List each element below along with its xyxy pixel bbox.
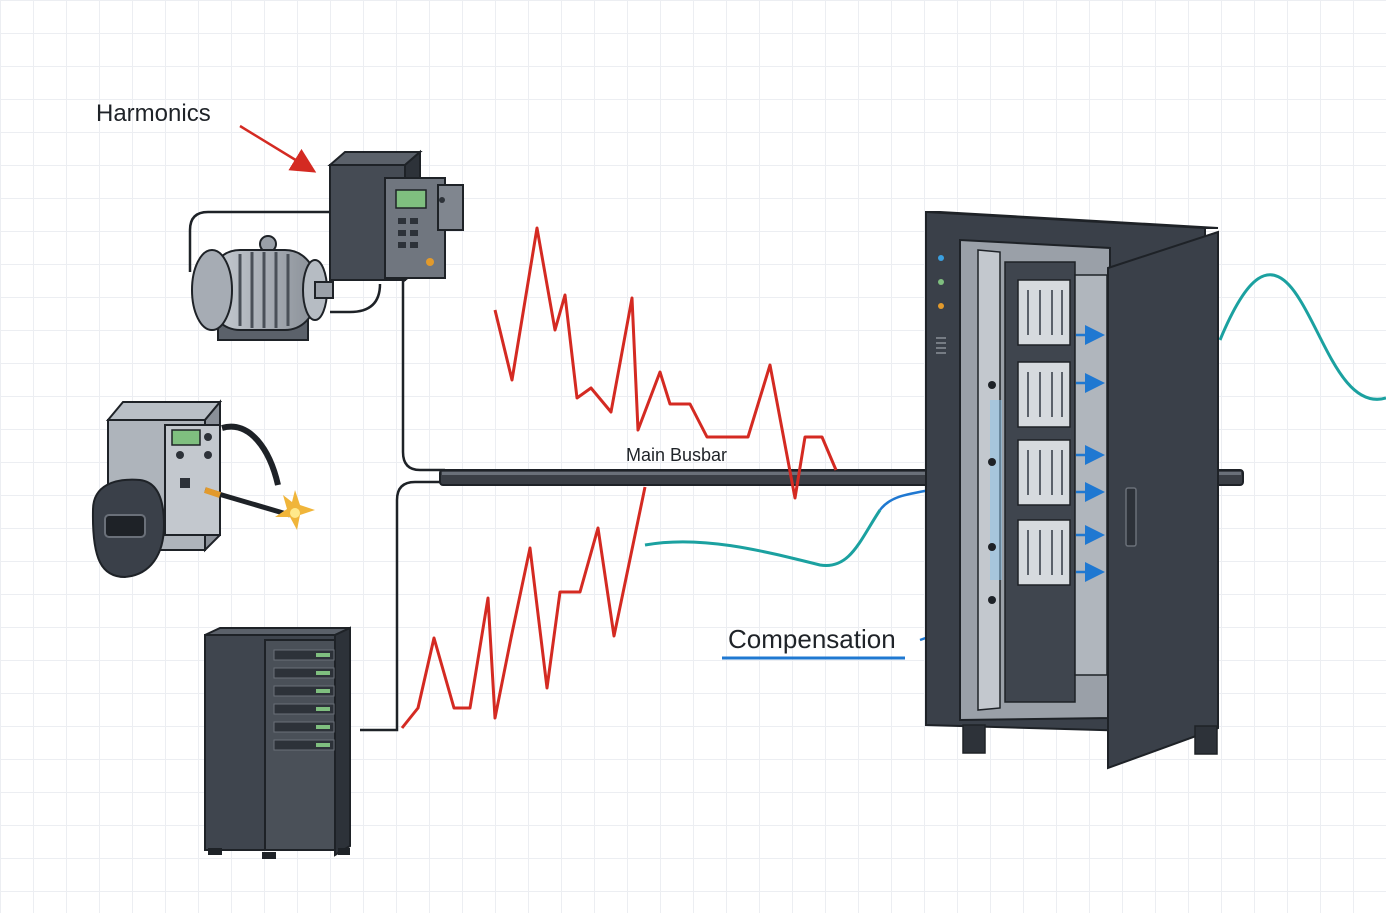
harmonics-label: Harmonics — [96, 100, 211, 127]
clean-wave-input — [644, 509, 882, 567]
welding-machine-icon — [91, 399, 315, 579]
wiring — [188, 210, 445, 732]
electric-motor-icon — [191, 235, 334, 341]
active-harmonic-filter-cabinet-icon — [925, 210, 1219, 770]
compensation-label: Compensation — [728, 624, 896, 654]
harmonic-wave-upper — [493, 226, 838, 500]
harmonic-wave-lower — [400, 486, 647, 729]
variable-frequency-drive-icon — [327, 149, 464, 283]
server-rack-icon — [204, 626, 351, 859]
main-busbar-label: Main Busbar — [626, 445, 728, 465]
clean-wave-output — [1218, 273, 1386, 401]
harmonics-arrow — [239, 124, 317, 173]
